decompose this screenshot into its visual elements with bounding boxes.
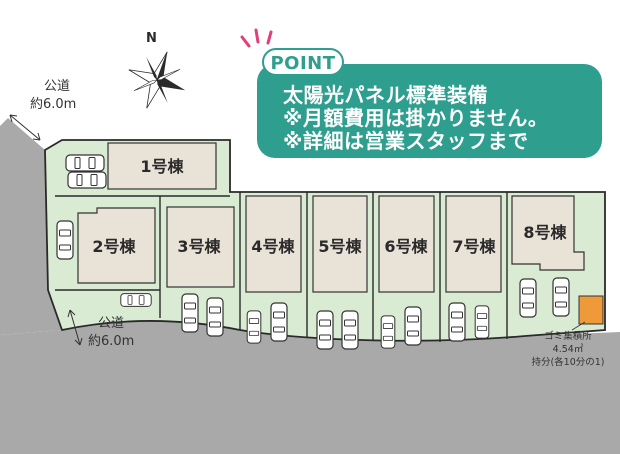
lot-label-7: 7号棟 xyxy=(452,237,496,256)
car-icon xyxy=(341,310,359,350)
point-tag: POINT xyxy=(262,48,344,76)
house-5 xyxy=(312,195,368,293)
car-icon xyxy=(246,310,262,344)
car-icon xyxy=(181,293,199,333)
road-label-top: 公道 約6.0m xyxy=(9,79,76,141)
house-1 xyxy=(107,142,217,190)
road-label-bottom: 公道 約6.0m xyxy=(67,309,134,349)
car-icon xyxy=(270,302,288,342)
garbage-area-value: 4.54㎡ xyxy=(553,344,584,355)
car-icon xyxy=(552,277,570,317)
car-icon xyxy=(448,302,466,342)
car-icon xyxy=(206,297,224,337)
road-name: 公道 xyxy=(44,79,70,94)
lot-label-4: 4号棟 xyxy=(251,237,295,256)
emphasis-marks xyxy=(240,28,273,48)
car-icon xyxy=(519,278,537,318)
house-4 xyxy=(245,195,302,293)
lot-label-8: 8号棟 xyxy=(523,223,567,242)
road-width-arrow xyxy=(69,309,81,346)
house-3 xyxy=(166,206,235,288)
lot-label-6: 6号棟 xyxy=(384,237,428,256)
compass-icon xyxy=(128,51,186,109)
garbage-area xyxy=(578,295,604,325)
road-south xyxy=(0,321,620,454)
road-width-arrow xyxy=(9,114,41,141)
road-width: 約6.0m xyxy=(30,97,76,112)
garbage-title: ゴミ集積所 xyxy=(544,330,592,342)
road-west xyxy=(0,118,62,335)
car-icon xyxy=(120,293,152,307)
garbage-share: 持分(各10分の1) xyxy=(531,356,604,368)
house-8 xyxy=(511,195,585,271)
compass-north-label: N xyxy=(146,31,157,46)
lot-label-3: 3号棟 xyxy=(177,237,221,256)
house-6 xyxy=(378,195,435,293)
point-line-solar: 太陽光パネル標準装備 xyxy=(283,83,488,107)
house-2 xyxy=(77,207,156,284)
car-icon xyxy=(65,154,105,172)
lot-label-1: 1号棟 xyxy=(140,157,184,176)
house-7 xyxy=(445,195,502,293)
point-callout xyxy=(257,64,602,158)
car-icon xyxy=(404,306,422,346)
car-icon xyxy=(56,220,74,260)
road-width: 約6.0m xyxy=(88,334,134,349)
lot-label-5: 5号棟 xyxy=(318,237,362,256)
lot-dividers xyxy=(55,192,508,342)
car-icon xyxy=(474,305,490,339)
point-line-contact: ※詳細は営業スタッフまで xyxy=(283,129,529,153)
point-line-fee: ※月額費用は掛かりません。 xyxy=(283,106,549,130)
lot-label-2: 2号棟 xyxy=(92,237,136,256)
garbage-leader-line xyxy=(571,321,586,331)
car-icon xyxy=(316,310,334,350)
road-name: 公道 xyxy=(98,316,124,331)
car-icon xyxy=(380,315,396,349)
car-icon xyxy=(67,171,107,189)
